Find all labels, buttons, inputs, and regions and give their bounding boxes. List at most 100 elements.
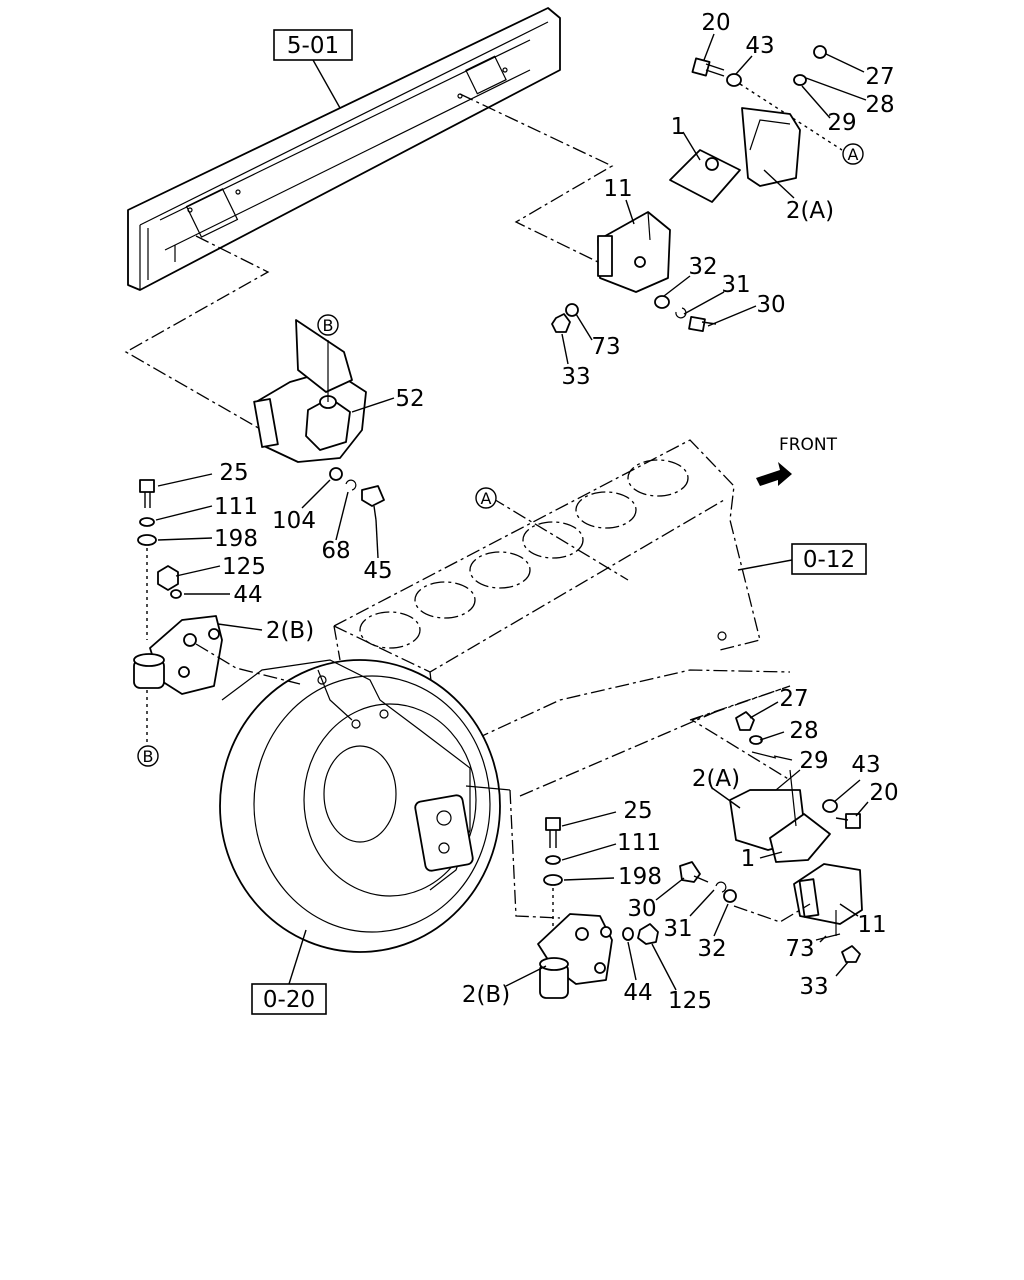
washer-198-lower — [543, 874, 563, 886]
bolt-25-left — [139, 479, 155, 508]
engine-ref-label: 0-12 — [803, 547, 855, 573]
left-stack — [133, 479, 223, 742]
bracket-2b-lower — [537, 913, 613, 999]
callout-11: 11 — [603, 176, 632, 202]
callout-198-left: 198 — [214, 526, 258, 552]
frame-ref-label: 5-01 — [287, 33, 339, 59]
front-arrow-icon — [756, 462, 792, 486]
callout-2a: 2(A) — [786, 198, 834, 224]
engine-ref-box: 0-12 — [737, 543, 867, 575]
callout-32: 32 — [688, 254, 717, 280]
callout-73-lower: 73 — [785, 936, 814, 962]
callout-125-lower: 125 — [668, 988, 712, 1014]
front-label: FRONT — [779, 435, 838, 455]
nut-33-upper — [551, 313, 571, 333]
upper-mount-assembly — [551, 45, 843, 333]
bolt-20-upper — [691, 57, 725, 77]
lockwasher-31-lower — [715, 881, 727, 893]
callout-45: 45 — [363, 558, 392, 584]
lower-center-stack — [509, 789, 737, 999]
frame-ref-box: 5-01 — [273, 29, 353, 109]
flywheel-ref-box: 0-20 — [251, 929, 327, 1015]
frame-rail — [127, 7, 561, 291]
left-stack-callouts: 25 111 198 125 44 2(B) — [214, 460, 314, 644]
callout-28-lower: 28 — [789, 718, 818, 744]
upper-callout-leaders — [561, 33, 867, 365]
upper-callouts: 20 43 27 28 29 1 2(A) 11 32 31 30 73 33 — [561, 10, 894, 390]
mount-left-callouts: 52 104 68 45 — [272, 386, 425, 584]
lockwasher-31-upper — [675, 307, 687, 319]
front-indicator: FRONT — [756, 435, 838, 486]
engine-block — [333, 439, 791, 797]
mount-bracket-52 — [253, 319, 367, 463]
washer-32-lower — [723, 889, 737, 903]
mount-left-leaders — [301, 397, 395, 559]
callout-52: 52 — [395, 386, 424, 412]
bolt-25-lower — [545, 817, 561, 848]
svg-text:B: B — [143, 747, 154, 766]
callout-25-lower: 25 — [623, 798, 652, 824]
bolt-20-lower — [835, 813, 861, 829]
bracket-2a-upper — [741, 107, 801, 187]
callout-33-lower: 33 — [799, 974, 828, 1000]
lower-center-callouts: 25 111 198 30 31 32 44 125 2(B) — [462, 798, 727, 1014]
washer-44-left — [170, 589, 182, 599]
callout-43-lower: 43 — [851, 752, 880, 778]
lockwasher-111-left — [139, 517, 155, 527]
callout-198-lower: 198 — [618, 864, 662, 890]
callout-43: 43 — [745, 33, 774, 59]
callout-125-left: 125 — [222, 554, 266, 580]
callout-68: 68 — [321, 538, 350, 564]
callout-33: 33 — [561, 364, 590, 390]
callout-27: 27 — [865, 64, 894, 90]
bracket-2b-left — [133, 615, 223, 695]
callout-31-lower: 31 — [663, 916, 692, 942]
mark-b-lower: B — [137, 745, 159, 767]
nut-33-lower — [841, 945, 861, 963]
callout-28: 28 — [865, 92, 894, 118]
flywheel-ref-label: 0-20 — [263, 987, 315, 1013]
washer-104 — [329, 467, 343, 481]
flywheel-housing — [219, 659, 511, 953]
nut-125-left — [157, 565, 179, 591]
callout-30-lower: 30 — [627, 896, 656, 922]
callout-32-lower: 32 — [697, 936, 726, 962]
svg-text:B: B — [323, 316, 334, 335]
washer-29-lower — [751, 751, 777, 759]
lower-center-leaders — [505, 811, 729, 991]
washer-43-upper — [726, 73, 742, 87]
callout-31: 31 — [721, 272, 750, 298]
lockwasher-68 — [345, 479, 357, 491]
svg-text:A: A — [848, 145, 859, 164]
callout-27-lower: 27 — [779, 686, 808, 712]
callout-20: 20 — [701, 10, 730, 36]
callout-2b-left: 2(B) — [266, 618, 314, 644]
callout-30: 30 — [756, 292, 785, 318]
rubber-mount-1-upper — [669, 149, 741, 203]
washer-32-upper — [654, 295, 670, 309]
lower-mount-assembly — [689, 685, 863, 963]
callout-1: 1 — [671, 114, 686, 140]
lockwasher-111-lower — [545, 855, 561, 865]
callout-44-lower: 44 — [623, 980, 652, 1006]
callout-44-left: 44 — [233, 582, 262, 608]
mark-a-lower: A — [475, 487, 497, 509]
bolt-45 — [361, 485, 385, 521]
lower-right-leaders — [711, 701, 869, 977]
callout-73: 73 — [591, 334, 620, 360]
callout-11-lower: 11 — [857, 912, 886, 938]
lower-right-callouts: 27 28 29 2(A) 43 20 1 11 73 33 — [692, 686, 899, 1000]
nut-125-lower — [637, 923, 659, 945]
callout-29: 29 — [827, 110, 856, 136]
bolt-30-lower — [679, 861, 709, 883]
callout-2a-lower: 2(A) — [692, 766, 740, 792]
svg-text:A: A — [481, 489, 492, 508]
callout-111-left: 111 — [214, 494, 258, 520]
mark-b-upper: B — [317, 314, 339, 336]
callout-25-left: 25 — [219, 460, 248, 486]
washer-198-left — [137, 534, 157, 546]
nut-27-upper — [813, 45, 827, 59]
callout-1-lower: 1 — [741, 846, 756, 872]
rubber-mount-1-lower — [769, 813, 831, 863]
